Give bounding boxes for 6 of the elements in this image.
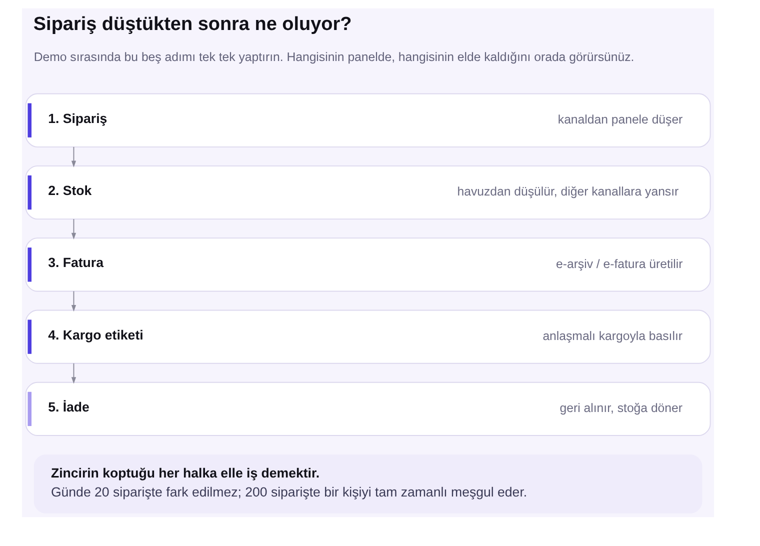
arrow: [71, 218, 76, 240]
label: Demo sırasında bu beş adımı tek tek yaptırın. Hangisinin panelde, hangisinin elde kaldığını orada görürsünüz.: [34, 50, 634, 64]
arrow: [71, 290, 76, 312]
arrow: [71, 146, 76, 168]
diagram-title: Sipariş düştükten sonra ne oluyor?: [33, 14, 352, 36]
arrow: [71, 362, 76, 384]
